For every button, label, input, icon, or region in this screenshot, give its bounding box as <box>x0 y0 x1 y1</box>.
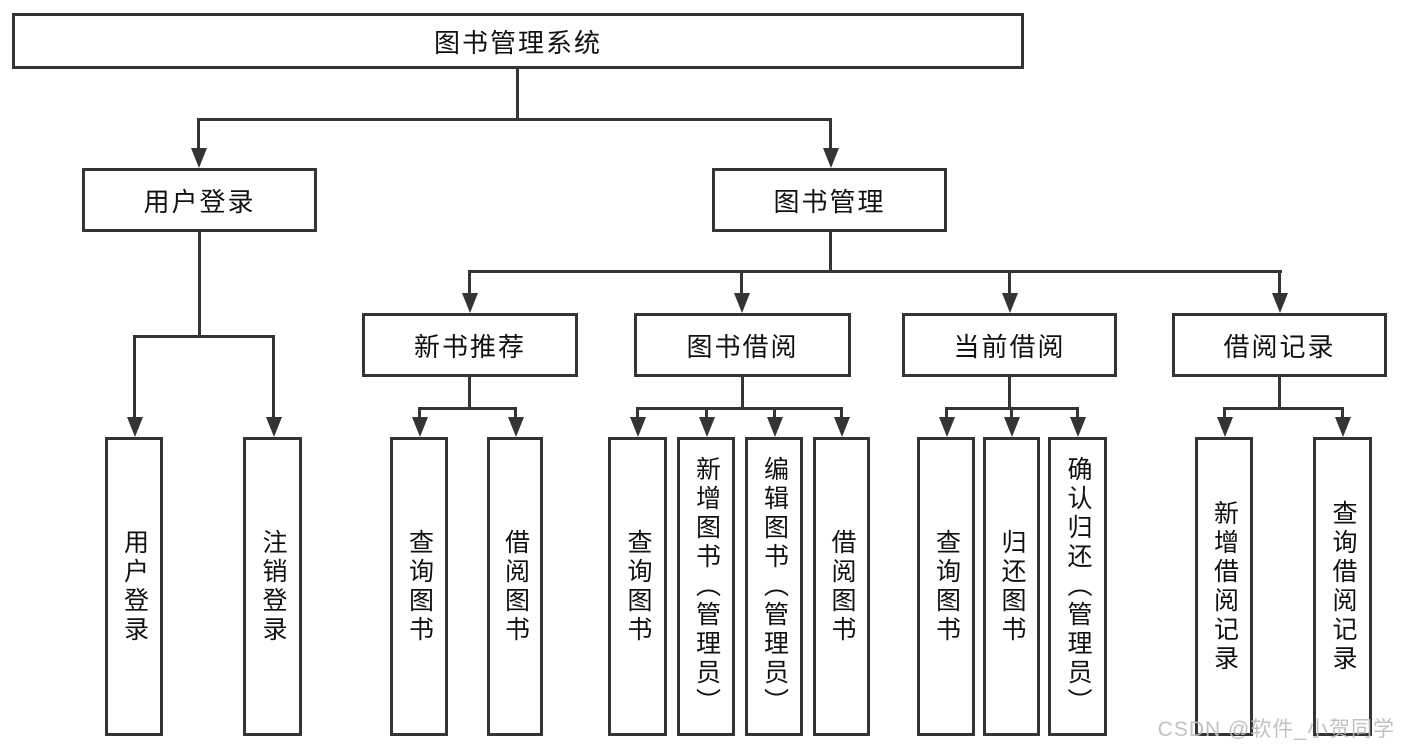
arrow-borrow-add <box>698 407 715 437</box>
arrow-to-new-book-recommend <box>461 270 478 313</box>
node-root: 图书管理系统 <box>12 13 1024 69</box>
leaf-logout: 注销登录 <box>243 437 302 736</box>
arrow-newbooks-borrow <box>507 407 524 437</box>
watermark: CSDN @软件_小贺同学 <box>1157 718 1395 741</box>
arrow-current-confirm <box>1069 407 1086 437</box>
connector-user-login-stub <box>198 232 201 335</box>
leaf-user-login: 用户登录 <box>105 437 163 736</box>
node-book-management: 图书管理 <box>712 168 947 232</box>
node-new-book-recommend: 新书推荐 <box>362 313 578 377</box>
connector-borrow-records-hbar <box>1223 407 1344 410</box>
connector-book-management-hbar <box>468 270 1282 273</box>
node-book-borrow: 图书借阅 <box>634 313 851 377</box>
leaf-records-add-record: 新增借阅记录 <box>1195 437 1253 736</box>
connector-root-stub <box>516 69 519 118</box>
arrow-borrow-edit <box>766 407 783 437</box>
leaf-current-return-books: 归还图书 <box>983 437 1040 736</box>
leaf-borrow-borrow-books: 借阅图书 <box>813 437 870 736</box>
arrow-current-query <box>938 407 955 437</box>
arrow-to-book-management <box>822 118 839 168</box>
arrow-to-leaf-logout <box>265 335 282 437</box>
node-current-borrow: 当前借阅 <box>902 313 1117 377</box>
leaf-current-query-books: 查询图书 <box>917 437 975 736</box>
arrow-to-user-login <box>190 118 207 168</box>
arrow-to-book-borrow <box>733 270 750 313</box>
arrow-to-borrow-records <box>1271 270 1288 313</box>
leaf-current-confirm-return-admin: 确认归还（管理员） <box>1048 437 1107 736</box>
connector-book-borrow-stub <box>741 377 744 407</box>
leaf-borrow-add-book-admin: 新增图书（管理员） <box>677 437 735 736</box>
arrow-borrow-query <box>629 407 646 437</box>
arrow-records-query <box>1334 407 1351 437</box>
connector-new-book-stub <box>468 377 471 407</box>
connector-current-borrow-stub <box>1008 377 1011 407</box>
node-borrow-records: 借阅记录 <box>1172 313 1387 377</box>
leaf-newbooks-query-books: 查询图书 <box>390 437 448 736</box>
arrow-current-return <box>1003 407 1020 437</box>
arrow-to-leaf-login <box>126 335 143 437</box>
node-user-login: 用户登录 <box>82 168 317 232</box>
connector-book-management-stub <box>829 232 832 270</box>
connector-new-book-hbar <box>418 407 517 410</box>
connector-root-hbar <box>197 118 832 121</box>
connector-book-borrow-hbar <box>636 407 843 410</box>
connector-user-login-hbar <box>133 335 275 338</box>
leaf-records-query-record: 查询借阅记录 <box>1313 437 1372 736</box>
arrow-records-add <box>1216 407 1233 437</box>
arrow-newbooks-query <box>411 407 428 437</box>
leaf-borrow-edit-book-admin: 编辑图书（管理员） <box>745 437 803 736</box>
leaf-newbooks-borrow-books: 借阅图书 <box>487 437 543 736</box>
arrow-to-current-borrow <box>1001 270 1018 313</box>
connector-borrow-records-stub <box>1278 377 1281 407</box>
leaf-borrow-query-books: 查询图书 <box>608 437 667 736</box>
arrow-borrow-borrow <box>833 407 850 437</box>
